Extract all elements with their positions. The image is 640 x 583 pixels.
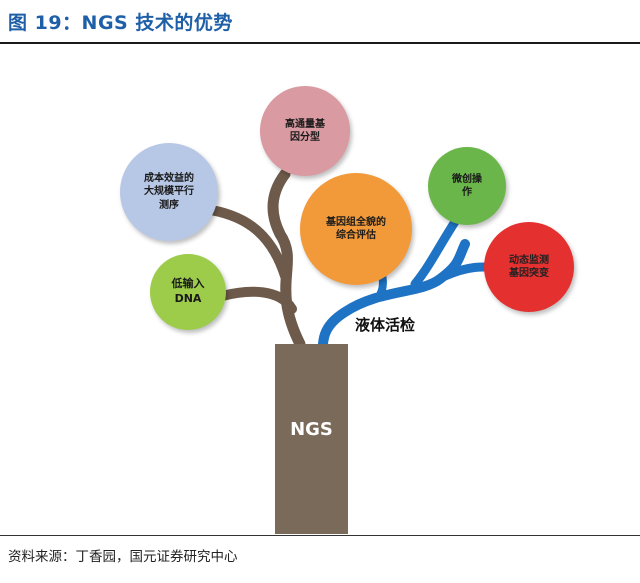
trunk-label: NGS (290, 419, 333, 440)
source-note: 资料来源：丁香园，国元证券研究中心 (8, 549, 238, 565)
branch-to-dna (217, 286, 297, 314)
bubble-cost-efficient: 成本效益的 大规模平行 测序 (120, 143, 218, 241)
branch-liquid-main (317, 239, 470, 379)
figure-title: 图 19：NGS 技术的优势 (8, 12, 233, 34)
top-divider (0, 42, 640, 44)
bubble-high-throughput: 高通量基 因分型 (260, 86, 350, 176)
bubble-minimally-invasive: 微创操 作 (428, 147, 506, 225)
ngs-advantages-diagram: NGS 高通量基 因分型 成本效益的 大规模平行 测序 基因组全貌的 综合评估 … (0, 44, 640, 534)
liquid-biopsy-label: 液体活检 (355, 316, 416, 334)
bubble-dynamic-monitoring: 动态监测 基因突变 (484, 222, 574, 312)
bubble-genome-evaluation: 基因组全貌的 综合评估 (300, 173, 412, 285)
branch-to-cost (200, 204, 290, 281)
bubble-low-input-dna: 低输入 DNA (150, 254, 226, 330)
ngs-trunk (275, 344, 348, 534)
bottom-divider (0, 535, 640, 536)
